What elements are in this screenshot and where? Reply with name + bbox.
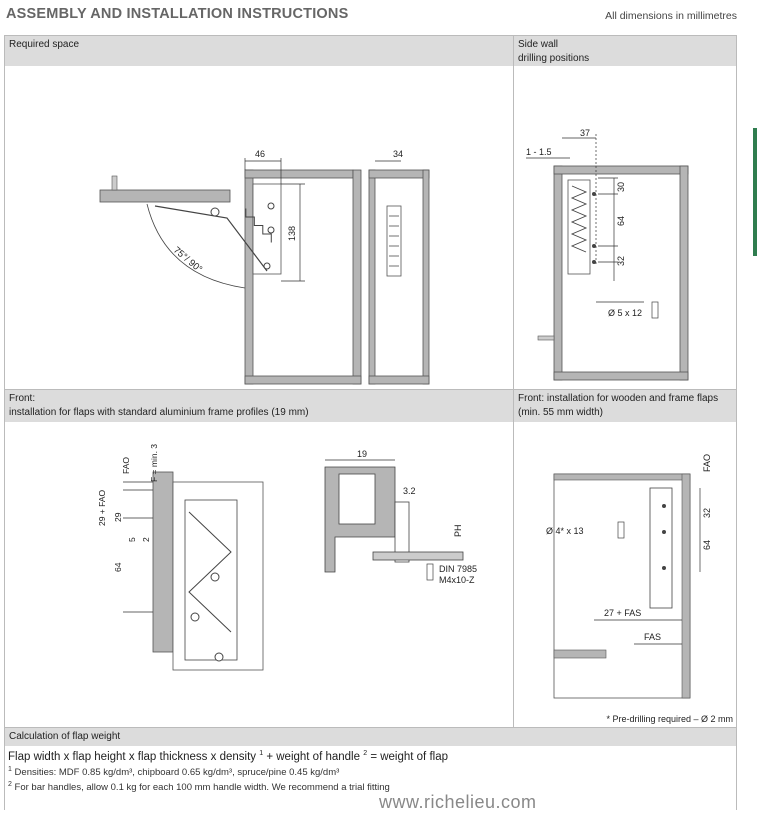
dim-64: 64 (113, 562, 123, 572)
screw-spec: Ø 5 x 12 (608, 308, 642, 318)
front-aluminium-header: Front: installation for flaps with stand… (5, 390, 513, 422)
dim-32: 32 (702, 508, 712, 518)
cabinet-side (553, 165, 563, 381)
side-wall-drawing: 37 1 - 1.5 30 64 32 Ø 5 x 12 (526, 128, 689, 381)
page-title: ASSEMBLY AND INSTALLATION INSTRUCTIONS (6, 6, 349, 22)
cabinet-side (244, 169, 254, 385)
front-aluminium-sublabel: installation for flaps with standard alu… (9, 407, 309, 418)
calc-body: Flap width x flap height x flap thicknes… (8, 750, 748, 793)
dim-ph: PH (453, 524, 463, 537)
front-aluminium-label: Front: (9, 393, 36, 404)
divider (4, 389, 737, 390)
front-wooden-label: Front: installation for wooden and frame… (518, 393, 719, 404)
formula-part-c: = weight of flap (370, 750, 448, 763)
brand-footer[interactable]: www.richelieu.com (379, 792, 537, 812)
divider (4, 35, 737, 36)
dim-1-1.5: 1 - 1.5 (526, 147, 552, 157)
screw-size: M4x10-Z (439, 575, 475, 585)
dim-29-fao: 29 + FAO (97, 489, 107, 526)
dim-64: 64 (616, 216, 626, 226)
pre-drilling-note: * Pre-drilling required – Ø 2 mm (606, 714, 733, 724)
calc-formula: Flap width x flap height x flap thicknes… (8, 750, 748, 763)
front-wooden-drawing: Ø 4* x 13 FAO 32 64 27 + FAS FAS (546, 454, 712, 699)
screw-din: DIN 7985 (439, 564, 477, 574)
lift-mechanism (252, 183, 282, 275)
screw-icon (617, 521, 625, 539)
required-space-drawing: 75°/ 90° 46 34 138 (99, 149, 430, 385)
angle-label: 75°/ 90° (171, 245, 204, 275)
dim-fas: FAS (644, 632, 661, 642)
required-space-label: Required space (9, 39, 80, 50)
side-wall-header: Side wall drilling positions (514, 36, 736, 66)
drill-spec: Ø 4* x 13 (546, 526, 584, 536)
dim-f-min: F = min. 3 (149, 444, 159, 482)
flap-shape (99, 189, 231, 203)
dim-27-fas: 27 + FAS (604, 608, 641, 618)
dim-fao: FAO (121, 457, 131, 474)
divider (4, 35, 5, 810)
formula-part-a: Flap width x flap height x flap thicknes… (8, 750, 257, 763)
dimensions-note: All dimensions in millimetres (605, 10, 737, 22)
lift-mechanism (649, 487, 673, 609)
dim-34: 34 (393, 149, 403, 159)
dim-138: 138 (287, 226, 297, 241)
handle-note: 2 For bar handles, allow 0.1 kg for each… (8, 781, 748, 793)
accent-bar (753, 128, 757, 256)
dim-37: 37 (580, 128, 590, 138)
dim-64: 64 (702, 540, 712, 550)
dim-32: 32 (616, 256, 626, 266)
density-note-text: Densities: MDF 0.85 kg/dm³, chipboard 0.… (14, 766, 340, 778)
front-wooden-sublabel: (min. 55 mm width) (518, 407, 604, 418)
front-aluminium-drawing: FAO F = min. 3 29 + FAO 29 5 2 64 19 3.2… (97, 444, 477, 671)
screw-icon (651, 301, 659, 319)
handle-note-text: For bar handles, allow 0.1 kg for each 1… (14, 782, 390, 794)
calc-label: Calculation of flap weight (9, 731, 121, 742)
dim-2: 2 (141, 537, 151, 542)
required-space-header: Required space (5, 36, 513, 66)
lift-mechanism (567, 179, 591, 275)
side-wall-label: Side wall (518, 39, 559, 50)
dim-3-2: 3.2 (403, 486, 416, 496)
formula-part-b: + weight of handle (266, 750, 360, 763)
dim-5: 5 (127, 537, 137, 542)
calc-header: Calculation of flap weight (5, 728, 736, 746)
screw-icon (426, 563, 434, 581)
density-note: 1 Densities: MDF 0.85 kg/dm³, chipboard … (8, 766, 748, 778)
dim-30: 30 (616, 182, 626, 192)
dim-46: 46 (255, 149, 265, 159)
dim-fao: FAO (702, 454, 712, 472)
divider (513, 35, 514, 728)
divider (4, 727, 737, 728)
divider (736, 35, 737, 810)
formula-sup-1: 1 (259, 750, 264, 757)
formula-sup-2: 2 (363, 750, 368, 757)
dim-19: 19 (357, 449, 367, 459)
handle-note-sup: 2 (8, 780, 12, 788)
lift-mechanism (184, 499, 238, 661)
aluminium-frame (152, 471, 174, 653)
density-note-sup: 1 (8, 765, 12, 773)
dim-29: 29 (113, 512, 123, 522)
front-wooden-header: Front: installation for wooden and frame… (514, 390, 736, 422)
side-wall-sublabel: drilling positions (518, 53, 590, 64)
